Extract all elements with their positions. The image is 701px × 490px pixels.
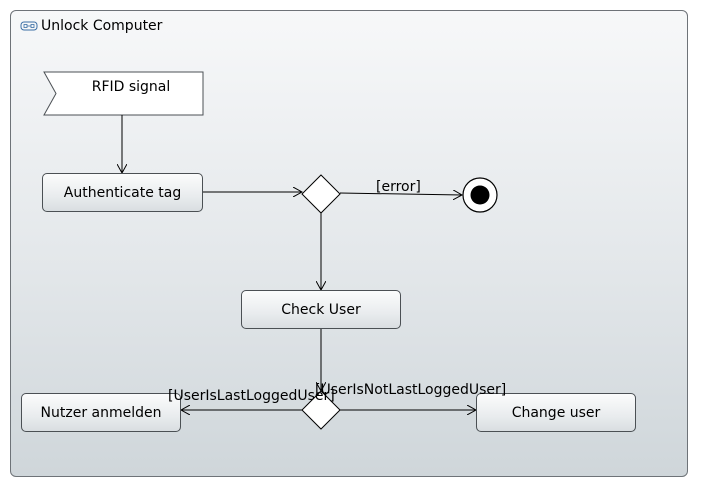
activity-icon <box>20 21 38 31</box>
flow-decision-to-final <box>339 193 462 195</box>
guard-user-is-not-last-logged-user: [UserIsNotLastLoggedUser] <box>315 382 507 398</box>
action-authenticate-tag[interactable]: Authenticate tag <box>42 173 203 212</box>
action-authenticate-tag-label: Authenticate tag <box>63 184 182 201</box>
guard-user-is-last-logged-user: [UserIsLastLoggedUser] <box>168 388 335 404</box>
action-check-user[interactable]: Check User <box>241 290 401 329</box>
frame-title-text: Unlock Computer <box>41 18 163 34</box>
decision-node-user[interactable] <box>301 390 341 430</box>
guard-error: [error] <box>376 179 421 195</box>
action-change-user[interactable]: Change user <box>476 393 636 432</box>
final-node-icon[interactable] <box>462 177 498 213</box>
action-nutzer-anmelden-label: Nutzer anmelden <box>40 404 162 421</box>
frame-title: Unlock Computer <box>20 17 162 35</box>
signal-node-shape[interactable] <box>43 71 204 116</box>
action-check-user-label: Check User <box>281 301 361 318</box>
action-nutzer-anmelden[interactable]: Nutzer anmelden <box>21 393 181 432</box>
signal-node-label: RFID signal <box>91 79 171 95</box>
decision-node-authenticate[interactable] <box>301 174 341 214</box>
action-change-user-label: Change user <box>511 404 601 421</box>
